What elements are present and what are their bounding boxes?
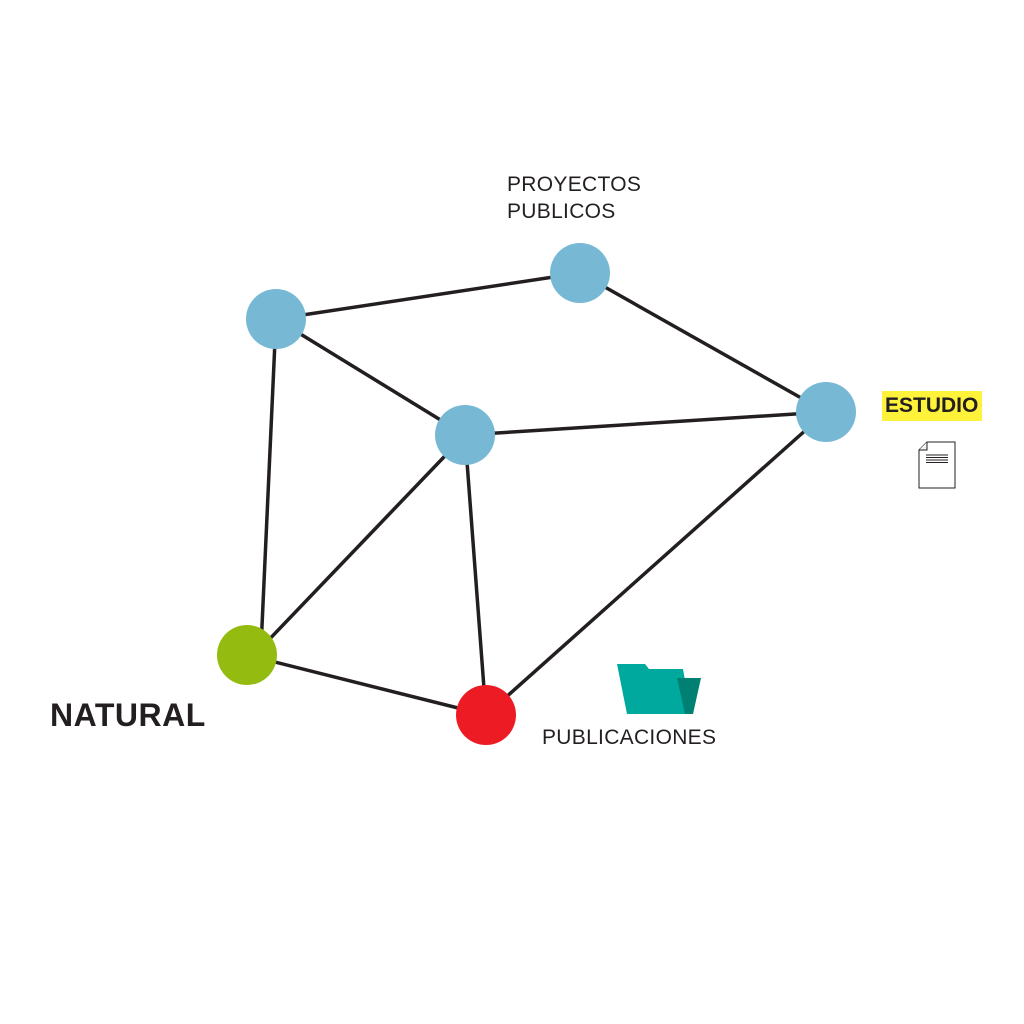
node-publicaciones [456,685,516,745]
proyectos-publicos-label: PROYECTOS PUBLICOS [507,171,641,225]
edge-left-center [275,317,466,437]
edges [246,271,828,717]
node-proyectos-publicos [550,243,610,303]
natural-label: NATURAL [50,697,206,733]
edge-center-right [464,410,827,437]
node-estudio [796,382,856,442]
edge-left-top [275,271,581,321]
proyectos-label-line1: PROYECTOS [507,173,642,196]
node-natural [217,625,277,685]
estudio-label: ESTUDIO [882,391,983,421]
proyectos-label-line2: PUBLICOS [507,200,616,223]
edge-top-right [579,271,827,414]
edge-center-green [259,433,467,650]
node-left [246,289,306,349]
publicaciones-label: PUBLICACIONES [542,726,717,749]
edge-green-red [246,653,487,717]
edge-left-green [259,318,278,649]
folder-icon [617,664,701,714]
node-center [435,405,495,465]
edge-center-red [463,434,488,716]
edge-red-right [484,410,828,717]
document-icon [918,441,956,489]
nodes [217,243,856,745]
